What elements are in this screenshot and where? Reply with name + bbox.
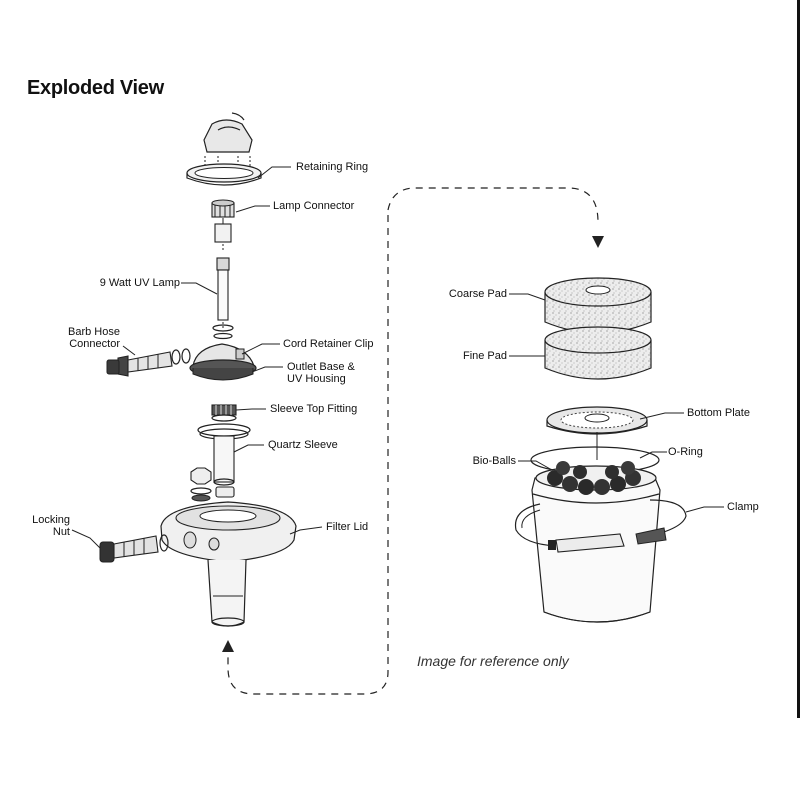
outlet-base-shape xyxy=(189,343,257,381)
lamp-connector-shape xyxy=(211,199,235,252)
clamp-shape xyxy=(514,499,687,553)
quartz-sleeve-shape xyxy=(213,435,235,486)
label-bio-balls: Bio-Balls xyxy=(472,455,516,467)
label-quartz-sleeve: Quartz Sleeve xyxy=(268,439,338,451)
barb-hose-connector-shape xyxy=(106,348,191,377)
label-outlet-base: Outlet Base & UV Housing xyxy=(287,361,355,385)
label-coarse-pad: Coarse Pad xyxy=(448,288,507,300)
label-barb-hose-connector: Barb Hose Connector xyxy=(68,326,120,350)
label-bottom-plate: Bottom Plate xyxy=(687,407,750,419)
lid-fittings xyxy=(190,467,235,502)
coarse-pad-shape xyxy=(544,277,652,334)
label-sleeve-top-fitting: Sleeve Top Fitting xyxy=(270,403,358,415)
page-title: Exploded View xyxy=(27,77,164,99)
label-lamp-connector: Lamp Connector xyxy=(273,200,355,212)
label-retaining-ring: Retaining Ring xyxy=(296,161,369,173)
bio-balls-shape xyxy=(547,461,641,495)
flow-path-return xyxy=(227,215,389,695)
leader-lines xyxy=(71,166,724,549)
fine-pad-shape xyxy=(544,326,652,380)
label-filter-lid: Filter Lid xyxy=(326,521,369,533)
label-fine-pad: Fine Pad xyxy=(462,350,507,362)
uv-lamp-shape xyxy=(216,257,230,330)
label-clamp: Clamp xyxy=(727,501,759,513)
lamp-o-rings xyxy=(212,324,234,340)
lamp-cap xyxy=(203,112,253,168)
locking-nut-shape xyxy=(99,534,169,563)
label-o-ring: O-Ring xyxy=(668,446,703,458)
filter-lid-shape xyxy=(160,501,297,627)
reference-note: Image for reference only xyxy=(417,653,569,669)
label-locking-nut: Locking Nut xyxy=(32,514,70,538)
bottom-plate-shape xyxy=(546,406,648,460)
flow-arrow-up xyxy=(222,640,234,652)
flow-path-dashed xyxy=(387,187,599,223)
retaining-ring-shape xyxy=(186,163,262,186)
label-cord-retainer-clip: Cord Retainer Clip xyxy=(283,338,374,350)
page-edge-line xyxy=(797,0,800,718)
flow-arrow-down xyxy=(592,236,604,248)
label-uv-lamp: 9 Watt UV Lamp xyxy=(99,277,180,289)
